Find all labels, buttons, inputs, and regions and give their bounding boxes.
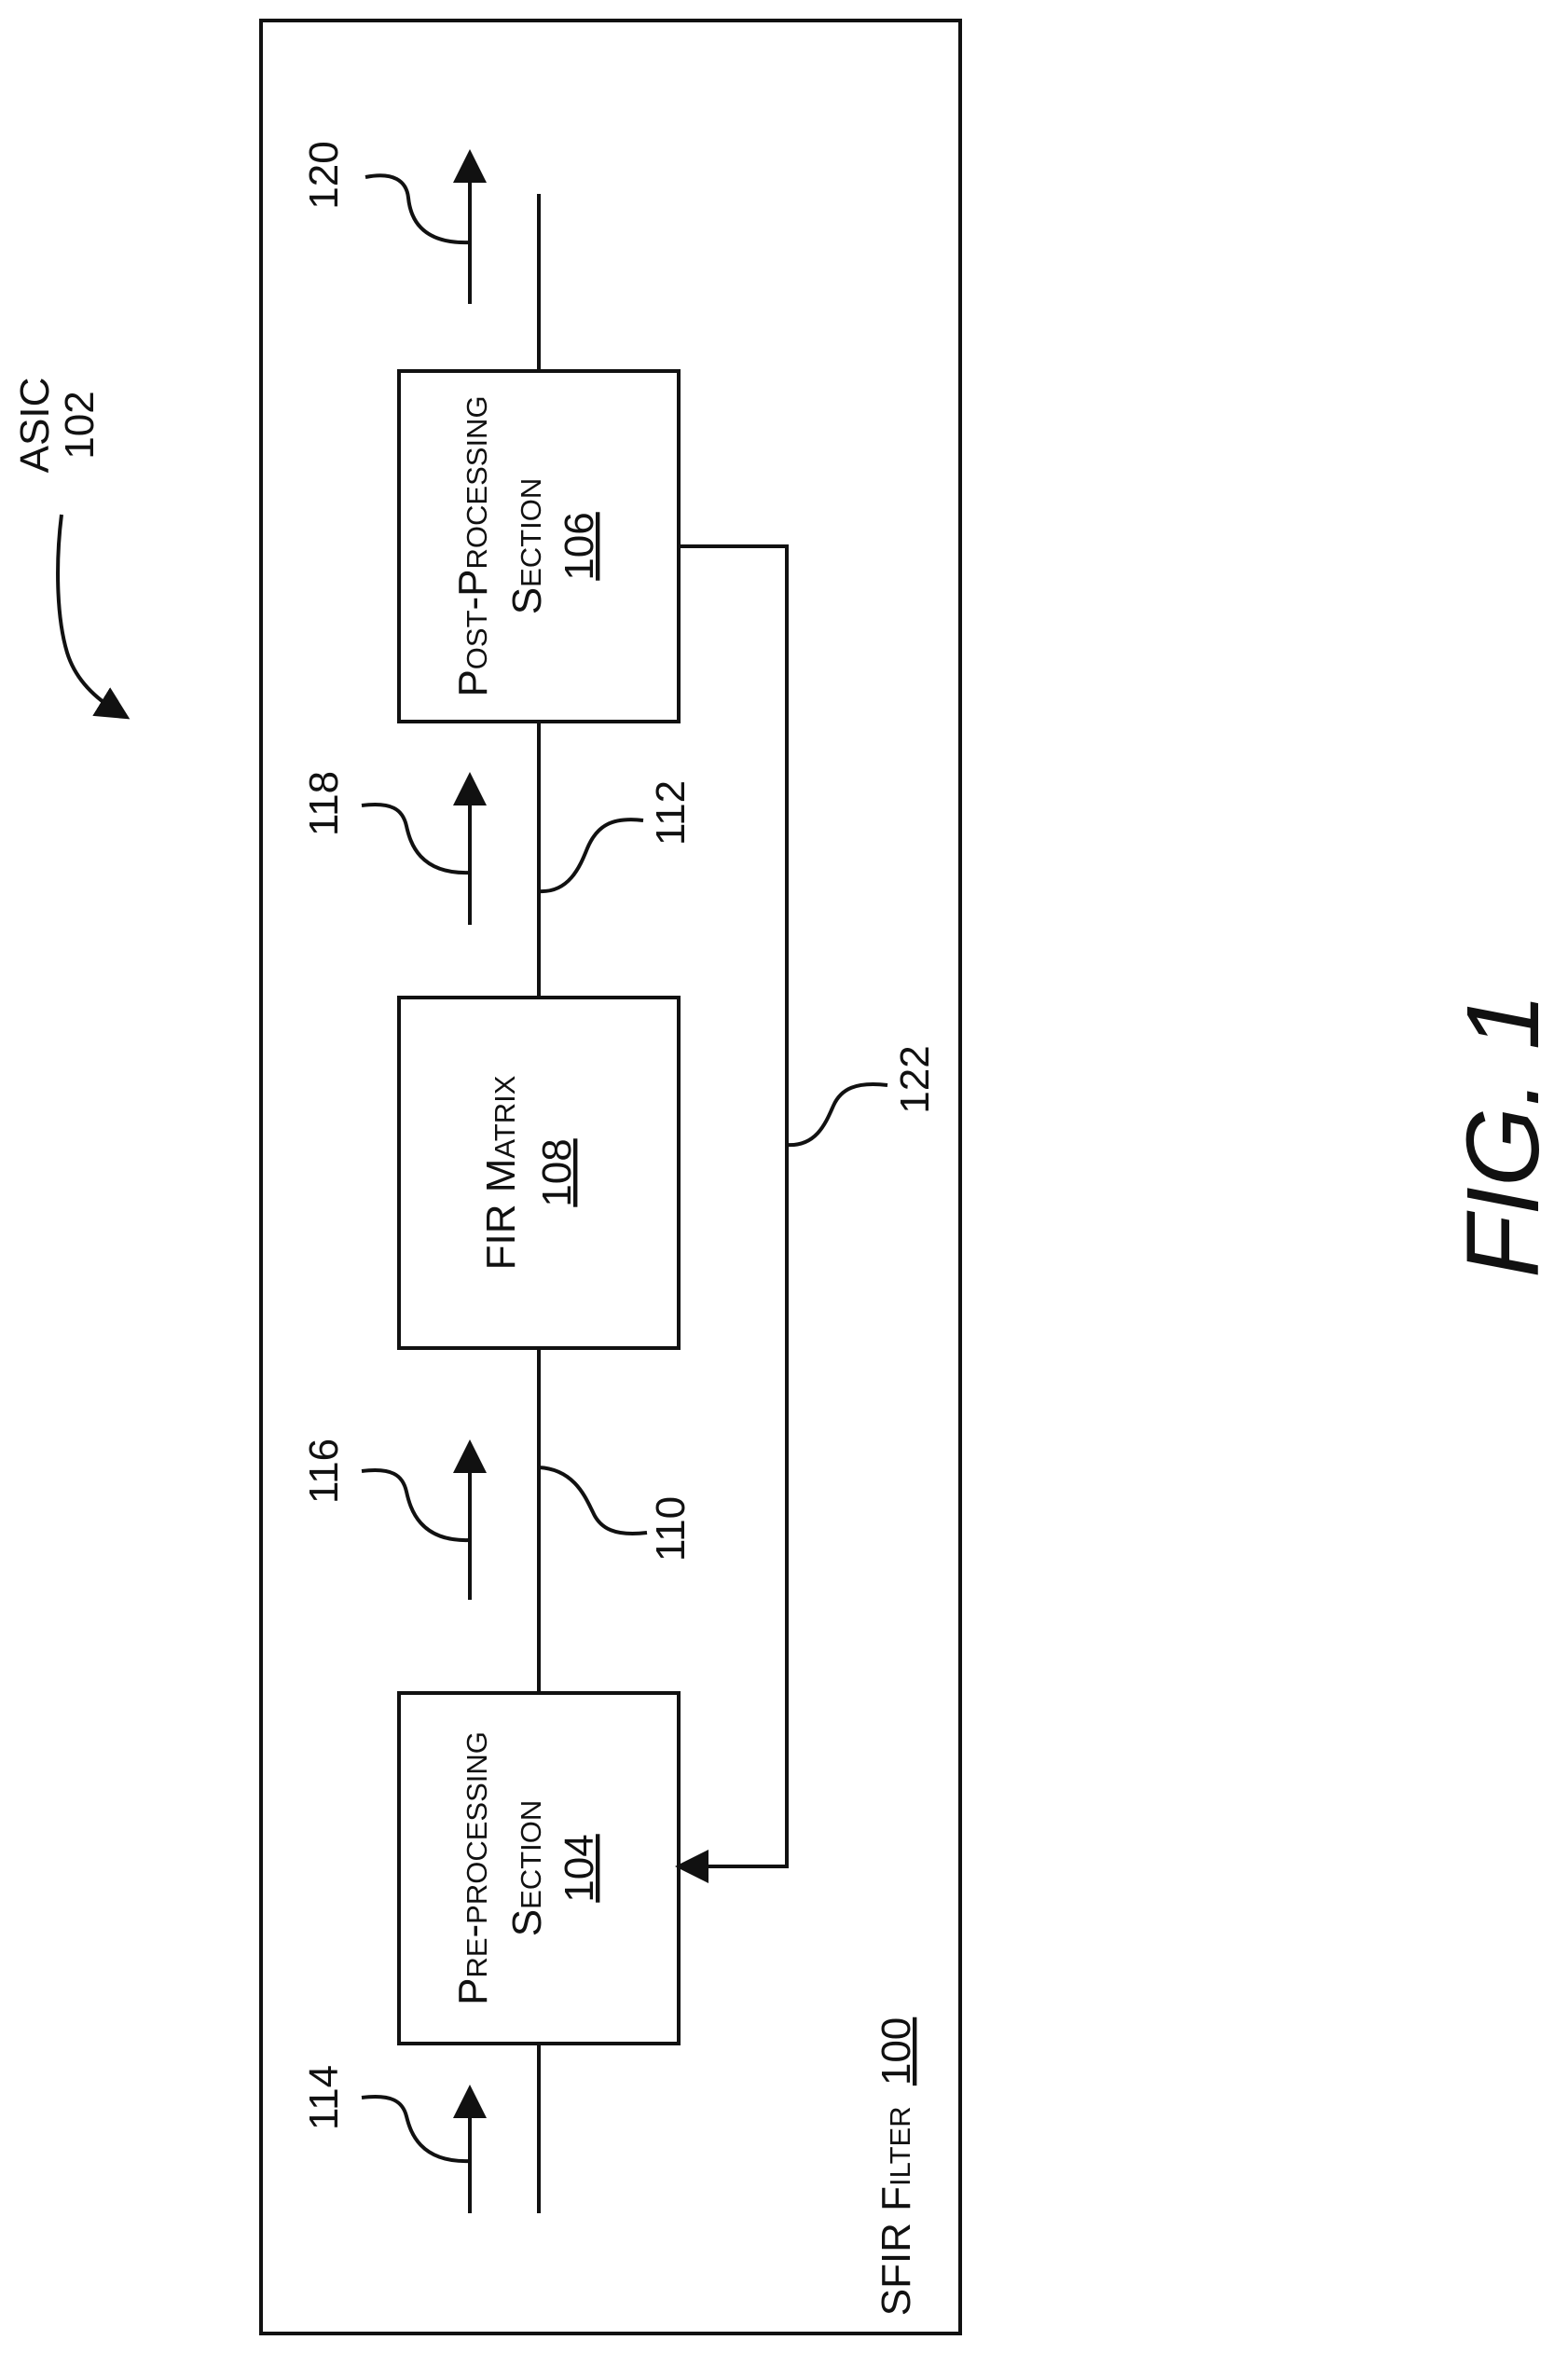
flow-arrow-114 xyxy=(362,2097,470,2213)
sfir-filter-label: SFIR Filter 100 xyxy=(873,2017,919,2317)
leader-112 xyxy=(539,819,643,891)
sfir-filter-ref: 100 xyxy=(873,2017,919,2086)
sfir-filter-name: SFIR Filter xyxy=(873,2106,919,2316)
pre-block-ref: 104 xyxy=(557,1834,602,1902)
pre-block-line1: Pre-processing xyxy=(450,1731,496,2005)
ref-122: 122 xyxy=(892,1045,938,1113)
ref-120: 120 xyxy=(301,141,347,209)
figure-caption: FIG. 1 xyxy=(1446,993,1561,1278)
feedback-path-122 xyxy=(679,546,787,1866)
post-block-line2: Section xyxy=(504,478,550,614)
leader-110 xyxy=(539,1467,647,1534)
ref-110: 110 xyxy=(648,1496,694,1562)
ref-112: 112 xyxy=(648,780,694,846)
post-block-line1: Post-Processing xyxy=(450,395,496,696)
ref-118: 118 xyxy=(301,771,347,836)
post-block-ref: 106 xyxy=(557,512,602,580)
pre-block-line2: Section xyxy=(504,1800,550,1936)
flow-arrow-120 xyxy=(365,166,470,304)
fir-block-ref: 108 xyxy=(534,1138,580,1206)
asic-ref: 102 xyxy=(57,391,103,459)
fir-block-line1: FIR Matrix xyxy=(478,1075,524,1270)
asic-label: ASIC xyxy=(12,378,58,474)
ref-114: 114 xyxy=(301,2065,347,2130)
flow-arrow-118 xyxy=(362,789,470,925)
leader-122 xyxy=(787,1084,887,1145)
ref-116: 116 xyxy=(301,1439,347,1504)
flow-arrow-116 xyxy=(362,1456,470,1600)
asic-arrow xyxy=(58,515,116,710)
